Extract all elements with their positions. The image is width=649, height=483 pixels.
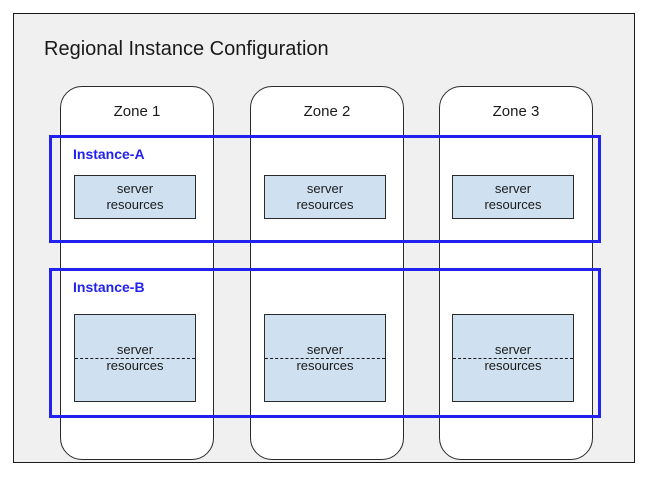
server-resources-line2: resources (484, 358, 542, 373)
split-divider-icon (75, 358, 195, 359)
server-resources-line1: server (494, 181, 532, 196)
split-divider-icon (265, 358, 385, 359)
server-resources-box-b1[interactable]: server resources (74, 314, 196, 402)
instance-band-a[interactable]: Instance-A server resources server resou… (49, 135, 601, 243)
server-resources-box-a3[interactable]: server resources (452, 175, 574, 219)
instance-band-b[interactable]: Instance-B server resources server resou… (49, 268, 601, 418)
server-resources-line1: server (306, 181, 344, 196)
server-resources-label: server resources (106, 181, 163, 213)
server-resources-box-a1[interactable]: server resources (74, 175, 196, 219)
page-title: Regional Instance Configuration (44, 38, 329, 60)
server-resources-line2: resources (296, 358, 354, 373)
zone-label-2: Zone 2 (303, 103, 351, 120)
server-resources-box-b3[interactable]: server resources (452, 314, 574, 402)
instance-label-b: Instance-B (73, 279, 145, 295)
server-resources-line1: server (306, 342, 344, 357)
zone-label-1: Zone 1 (113, 103, 161, 120)
server-resources-line2: resources (484, 197, 542, 212)
server-resources-box-b2[interactable]: server resources (264, 314, 386, 402)
server-resources-line2: resources (106, 197, 164, 212)
server-resources-line1: server (494, 342, 532, 357)
server-resources-label: server resources (106, 342, 163, 374)
server-resources-label: server resources (484, 181, 541, 213)
instance-label-a: Instance-A (73, 146, 145, 162)
server-resources-label: server resources (484, 342, 541, 374)
server-resources-line1: server (116, 342, 154, 357)
server-resources-label: server resources (296, 181, 353, 213)
server-resources-line2: resources (296, 197, 354, 212)
zone-label-3: Zone 3 (492, 103, 540, 120)
server-resources-line2: resources (106, 358, 164, 373)
server-resources-label: server resources (296, 342, 353, 374)
region-frame: Regional Instance Configuration Zone 1 Z… (13, 13, 635, 463)
split-divider-icon (453, 358, 573, 359)
server-resources-box-a2[interactable]: server resources (264, 175, 386, 219)
server-resources-line1: server (116, 181, 154, 196)
